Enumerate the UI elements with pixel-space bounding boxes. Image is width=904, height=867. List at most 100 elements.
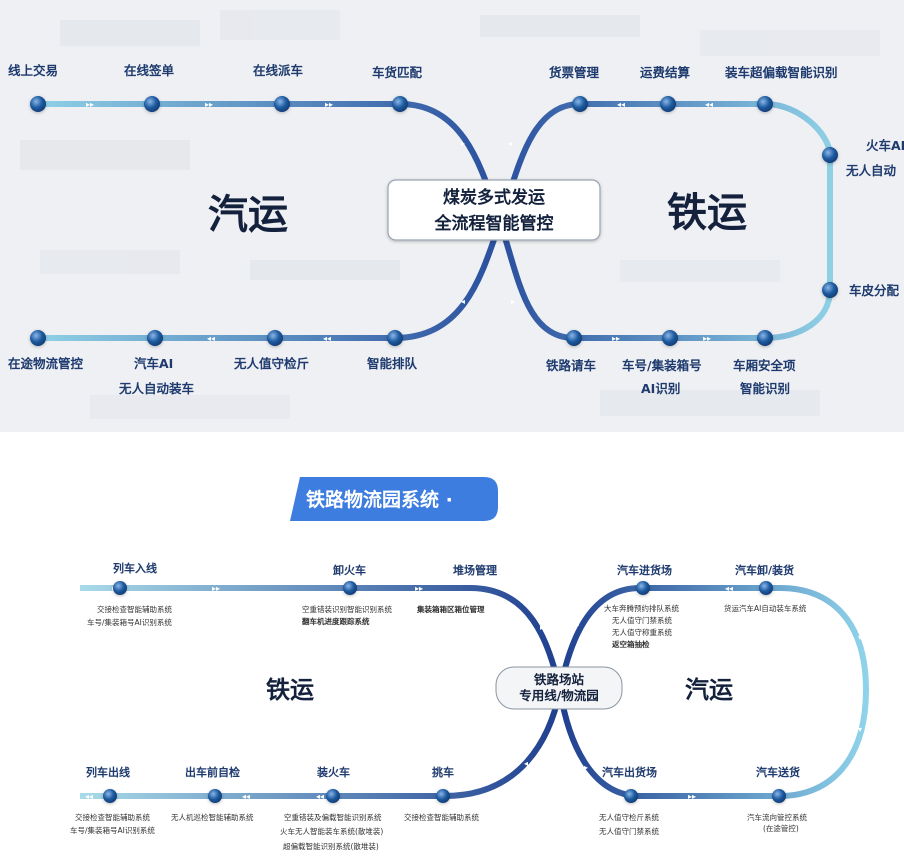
label-freight-settle: 运费结算 [640, 65, 691, 80]
label-overload-ai: 装车超偏载智能识别 [724, 65, 838, 80]
node-pre-check [208, 789, 222, 803]
svg-text:▸▸: ▸▸ [212, 584, 220, 593]
bottom-center-line2: 专用线/物流园 [519, 688, 599, 703]
title-pre-check: 出车前自检 [185, 765, 240, 779]
note-load-0: 空重错装及偏载智能识别系统 [284, 812, 382, 822]
label-online-trade: 线上交易 [8, 63, 58, 78]
note-train-in-1: 车号/集装箱号AI识别系统 [87, 617, 172, 627]
title-train-out: 列车出线 [86, 765, 130, 779]
svg-text:◂◂: ◂◂ [85, 792, 93, 801]
label-online-dispatch: 在线派车 [253, 63, 304, 78]
node-unmanned-scale [267, 330, 283, 346]
note-truck-in-0: 大车奔腾预约排队系统 [604, 603, 679, 613]
label-online-sign: 在线签单 [124, 63, 175, 78]
label-match: 车货匹配 [372, 65, 423, 80]
note-truck-send-0: 汽车流向管控系统 [747, 812, 807, 822]
svg-text:◂: ◂ [461, 297, 465, 306]
top-track-arrows: ▸▸ ▸▸ ▸▸ ◂◂ ◂◂ ◂◂ ◂◂ ▸▸ ▸▸ ▸ ◂ ◂ ▸ [86, 100, 713, 343]
label-unmanned-scale: 无人值守检斤 [233, 356, 309, 371]
bottom-badge: 铁路物流园系统 · [290, 477, 498, 521]
top-center-box: 煤炭多式发运 全流程智能管控 [387, 179, 601, 241]
bottom-center-box: 铁路场站 专用线/物流园 [495, 666, 623, 710]
node-train-out [103, 789, 117, 803]
top-right-title: 铁运 [667, 190, 747, 236]
note-train-in-0: 交接检查智能辅助系统 [97, 604, 172, 614]
note-train-out-1: 车号/集装箱号AI识别系统 [70, 825, 155, 835]
node-overload-ai [757, 96, 773, 112]
top-node-labels: 线上交易 在线签单 在线派车 车货匹配 货票管理 运费结算 装车超偏载智能识别 … [8, 63, 904, 396]
svg-text:▸▸: ▸▸ [703, 334, 711, 343]
svg-text:▸▸: ▸▸ [612, 334, 620, 343]
note-truck-in-1: 无人值守门禁系统 [612, 615, 672, 625]
node-match [392, 96, 408, 112]
title-unload: 卸火车 [333, 563, 366, 577]
bottom-track-arrows: ▸▸ ▸▸ ▸▸ ◂◂ ◂◂ ◂◂ ◂◂ ◂◂ ▸▸ ▸ ◂ ◂ ▸ ▾ ▾ [85, 584, 862, 801]
node-truck-unload [759, 581, 773, 595]
note-truck-in-2: 无人值守称重系统 [612, 627, 672, 637]
bottom-nodes [103, 581, 786, 803]
label-rail-request: 铁路请车 [546, 358, 597, 373]
svg-text:◂◂: ◂◂ [207, 334, 215, 343]
note-truck-out-1: 无人值守门禁系统 [599, 826, 659, 836]
label-belt: 车皮分配 [849, 283, 900, 298]
title-truck-in: 汽车进货场 [617, 563, 672, 577]
note-yard-0: 集装箱箱区箱位管理 [416, 604, 485, 614]
label-ticket-mgmt: 货票管理 [549, 65, 600, 80]
bottom-right-title: 汽运 [685, 676, 733, 704]
label-train-ai-2: 无人自动 [845, 163, 897, 178]
node-rail-request [566, 330, 582, 346]
svg-text:◂◂: ◂◂ [725, 584, 733, 593]
label-truck-ai-1: 汽车AI [134, 356, 173, 371]
top-center-line2: 全流程智能管控 [434, 213, 554, 234]
title-train-in: 列车入线 [113, 561, 157, 575]
node-unload [343, 581, 357, 595]
node-online-sign [144, 96, 160, 112]
label-container-ai-1: 车号/集装箱号 [622, 358, 702, 373]
title-truck-send: 汽车送货 [756, 765, 800, 779]
node-shunt [436, 789, 450, 803]
bottom-left-title: 铁运 [266, 676, 314, 704]
top-nodes [30, 96, 838, 346]
label-truck-ai-2: 无人自动装车 [118, 381, 195, 396]
node-truck-out [624, 789, 638, 803]
title-shunt: 挑车 [432, 765, 454, 779]
note-pre-check-0: 无人机巡检智能辅助系统 [171, 812, 254, 822]
svg-text:▸▸: ▸▸ [86, 100, 94, 109]
node-online-dispatch [274, 96, 290, 112]
svg-text:▸▸: ▸▸ [325, 100, 333, 109]
node-smart-queue [387, 330, 403, 346]
svg-text:◂: ◂ [524, 759, 528, 768]
svg-text:▸: ▸ [584, 763, 588, 772]
node-load [326, 789, 340, 803]
node-ticket-mgmt [572, 96, 588, 112]
svg-text:◂◂: ◂◂ [617, 100, 625, 109]
note-truck-send-1: (在途管控) [763, 823, 799, 833]
note-truck-in-3: 返空箱抽检 [612, 639, 650, 649]
svg-text:▸▸: ▸▸ [688, 792, 696, 801]
node-train-ai [822, 147, 838, 163]
note-truck-out-0: 无人值守检斤系统 [599, 812, 659, 822]
bottom-center-line1: 铁路场站 [534, 672, 585, 687]
svg-text:◂◂: ◂◂ [705, 100, 713, 109]
label-in-transit: 在途物流管控 [8, 356, 84, 371]
note-load-1: 火车无人智能装车系统(散堆装) [280, 826, 383, 836]
node-in-transit [30, 330, 46, 346]
node-car-safety [757, 330, 773, 346]
svg-text:◂◂: ◂◂ [316, 792, 324, 801]
svg-text:▸▸: ▸▸ [205, 100, 213, 109]
svg-text:▾: ▾ [858, 633, 862, 642]
title-yard: 堆场管理 [453, 563, 497, 577]
note-train-out-0: 交接检查智能辅助系统 [75, 812, 150, 822]
badge-title: 铁路物流园系统 · [306, 488, 453, 511]
bottom-node-notes: 交接检查智能辅助系统 车号/集装箱号AI识别系统 空重错装识别智能识别系统 翻车… [70, 603, 807, 851]
node-online-trade [30, 96, 46, 112]
label-car-safety-2: 智能识别 [739, 381, 790, 396]
label-train-ai-1: 火车AI [866, 138, 904, 153]
svg-text:▸: ▸ [540, 623, 544, 632]
note-truck-unload-0: 货运汽车AI自动装车系统 [724, 603, 807, 613]
svg-text:▸▸: ▸▸ [415, 584, 423, 593]
svg-text:◂◂: ◂◂ [323, 334, 331, 343]
title-truck-out: 汽车出货场 [602, 765, 657, 779]
